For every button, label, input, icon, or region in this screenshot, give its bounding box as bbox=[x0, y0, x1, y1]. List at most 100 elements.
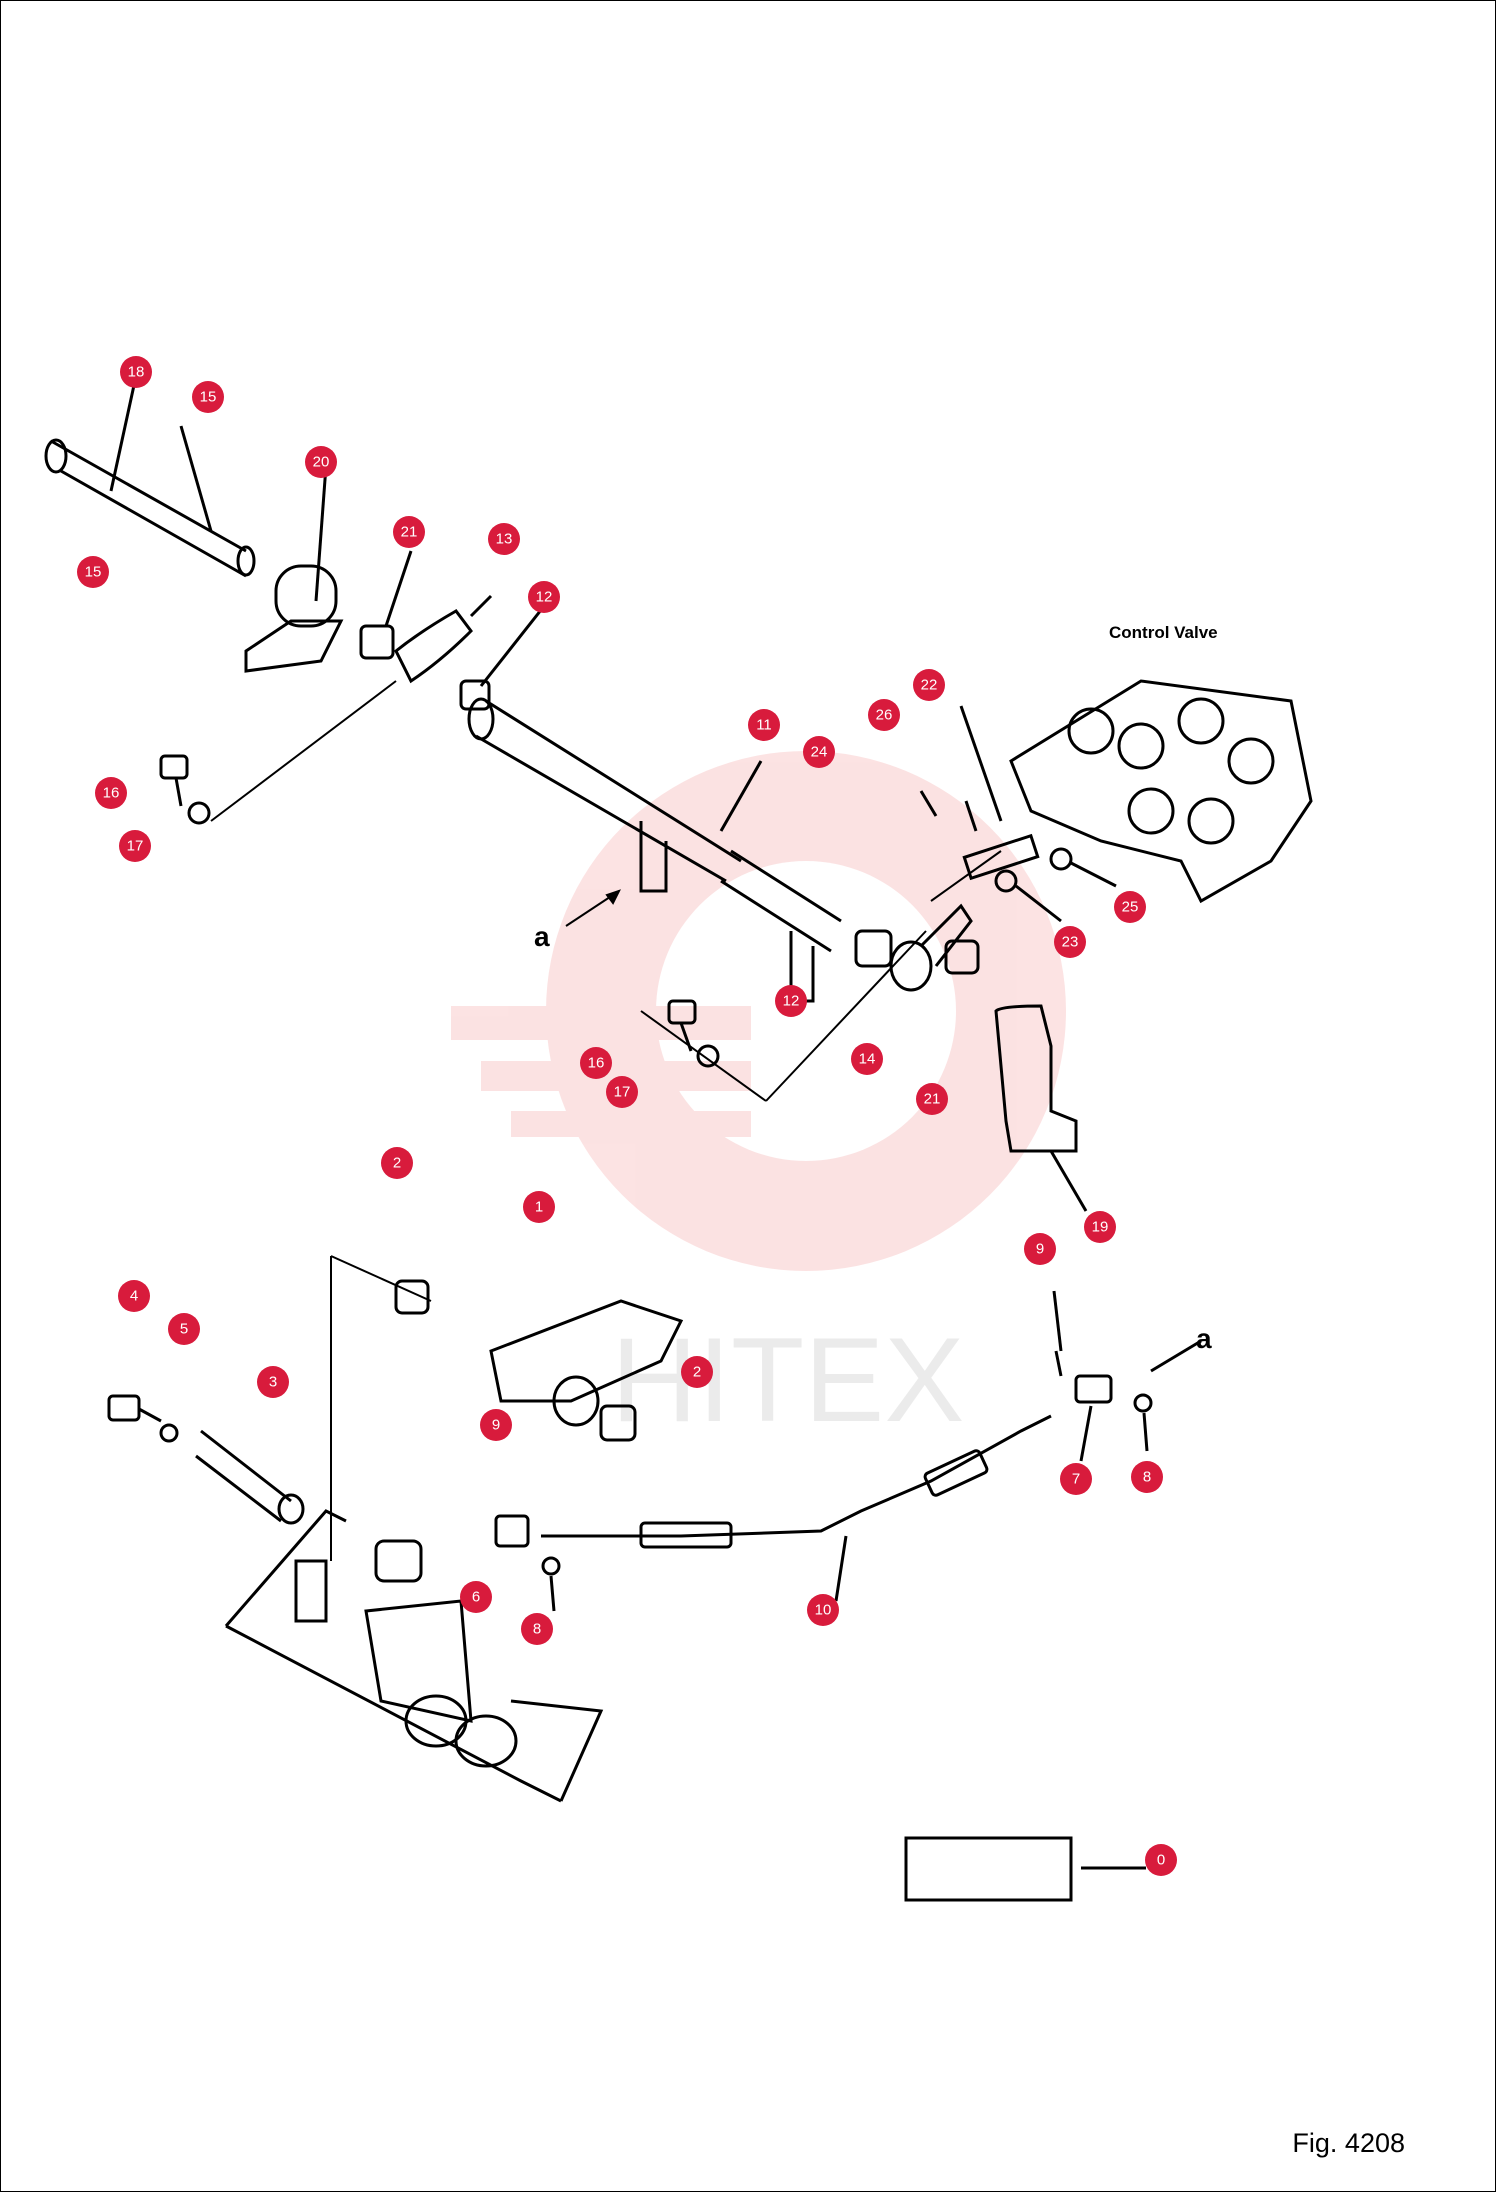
callout-21[interactable]: 21 bbox=[393, 516, 425, 548]
callout-marker[interactable] bbox=[803, 736, 835, 768]
callout-number: 12 bbox=[783, 993, 800, 1010]
callout-26[interactable]: 26 bbox=[868, 699, 900, 731]
callout-12[interactable]: 12 bbox=[775, 985, 807, 1017]
callout-21[interactable]: 21 bbox=[916, 1083, 948, 1115]
callout-marker[interactable] bbox=[488, 523, 520, 555]
callout-marker[interactable] bbox=[807, 1594, 839, 1626]
callout-0[interactable]: 0 bbox=[1145, 1844, 1177, 1876]
callout-number: 15 bbox=[85, 564, 102, 581]
callout-13[interactable]: 13 bbox=[488, 523, 520, 555]
callout-10[interactable]: 10 bbox=[807, 1594, 839, 1626]
callout-number: 17 bbox=[614, 1084, 631, 1101]
pedal-1 bbox=[107, 1279, 684, 1525]
callout-marker[interactable] bbox=[1114, 891, 1146, 923]
callout-marker[interactable] bbox=[916, 1083, 948, 1115]
callout-marker[interactable] bbox=[1084, 1211, 1116, 1243]
callout-marker[interactable] bbox=[1060, 1463, 1092, 1495]
callout-number: 6 bbox=[472, 1589, 480, 1606]
callout-number: 12 bbox=[536, 589, 553, 606]
bracket-19 bbox=[854, 903, 1088, 1212]
callout-marker[interactable] bbox=[1024, 1233, 1056, 1265]
callout-7[interactable]: 7 bbox=[1060, 1463, 1092, 1495]
callout-number: 0 bbox=[1157, 1852, 1165, 1869]
callout-marker[interactable] bbox=[606, 1076, 638, 1108]
callout-marker[interactable] bbox=[257, 1366, 289, 1398]
callout-15[interactable]: 15 bbox=[192, 381, 224, 413]
callout-23[interactable]: 23 bbox=[1054, 926, 1086, 958]
callout-22[interactable]: 22 bbox=[913, 669, 945, 701]
reference-a-right: a bbox=[1196, 1323, 1212, 1354]
callout-marker[interactable] bbox=[528, 581, 560, 613]
callout-number: 14 bbox=[859, 1051, 876, 1068]
callout-marker[interactable] bbox=[1054, 926, 1086, 958]
callout-marker[interactable] bbox=[681, 1356, 713, 1388]
callout-marker[interactable] bbox=[77, 556, 109, 588]
callout-marker[interactable] bbox=[851, 1043, 883, 1075]
watermark-text: HITEX bbox=[611, 1313, 964, 1447]
callout-marker[interactable] bbox=[381, 1147, 413, 1179]
callout-1[interactable]: 1 bbox=[523, 1191, 555, 1223]
bolt-16-washer-17-upper bbox=[159, 754, 211, 825]
callout-2[interactable]: 2 bbox=[681, 1356, 713, 1388]
callout-9[interactable]: 9 bbox=[480, 1409, 512, 1441]
callout-marker[interactable] bbox=[393, 516, 425, 548]
callout-11[interactable]: 11 bbox=[748, 709, 780, 741]
callout-number: 4 bbox=[130, 1288, 138, 1305]
callout-marker[interactable] bbox=[580, 1047, 612, 1079]
callout-number: 7 bbox=[1072, 1471, 1080, 1488]
callout-2[interactable]: 2 bbox=[381, 1147, 413, 1179]
callout-number: 19 bbox=[1092, 1219, 1109, 1236]
callout-number: 1 bbox=[535, 1199, 543, 1216]
callout-3[interactable]: 3 bbox=[257, 1366, 289, 1398]
callout-8[interactable]: 8 bbox=[521, 1613, 553, 1645]
callout-marker[interactable] bbox=[305, 446, 337, 478]
callout-14[interactable]: 14 bbox=[851, 1043, 883, 1075]
callout-15[interactable]: 15 bbox=[77, 556, 109, 588]
callout-number: 21 bbox=[401, 524, 418, 541]
assembly-box bbox=[904, 1836, 1146, 1902]
callout-marker[interactable] bbox=[118, 1280, 150, 1312]
callout-5[interactable]: 5 bbox=[168, 1313, 200, 1345]
callout-marker[interactable] bbox=[168, 1313, 200, 1345]
callout-17[interactable]: 17 bbox=[606, 1076, 638, 1108]
callout-25[interactable]: 25 bbox=[1114, 891, 1146, 923]
callout-20[interactable]: 20 bbox=[305, 446, 337, 478]
callout-marker[interactable] bbox=[521, 1613, 553, 1645]
callout-marker[interactable] bbox=[120, 356, 152, 388]
callout-marker[interactable] bbox=[95, 777, 127, 809]
callout-16[interactable]: 16 bbox=[95, 777, 127, 809]
callout-marker[interactable] bbox=[1131, 1461, 1163, 1493]
callout-8[interactable]: 8 bbox=[1131, 1461, 1163, 1493]
callout-4[interactable]: 4 bbox=[118, 1280, 150, 1312]
callout-12[interactable]: 12 bbox=[528, 581, 560, 613]
clevis-7 bbox=[1052, 1290, 1202, 1462]
callout-number: 25 bbox=[1122, 899, 1139, 916]
callout-6[interactable]: 6 bbox=[460, 1581, 492, 1613]
callout-number: 3 bbox=[269, 1374, 277, 1391]
callout-19[interactable]: 19 bbox=[1084, 1211, 1116, 1243]
callout-marker[interactable] bbox=[119, 830, 151, 862]
reference-a-left: a bbox=[534, 921, 550, 952]
callout-marker[interactable] bbox=[913, 669, 945, 701]
callout-number: 17 bbox=[127, 838, 144, 855]
callout-9[interactable]: 9 bbox=[1024, 1233, 1056, 1265]
callout-24[interactable]: 24 bbox=[803, 736, 835, 768]
callout-18[interactable]: 18 bbox=[120, 356, 152, 388]
figure-label: Fig. 4208 bbox=[1292, 2128, 1405, 2158]
callout-17[interactable]: 17 bbox=[119, 830, 151, 862]
callout-marker[interactable] bbox=[192, 381, 224, 413]
callout-marker[interactable] bbox=[748, 709, 780, 741]
callout-marker[interactable] bbox=[1145, 1844, 1177, 1876]
callout-number: 22 bbox=[921, 677, 938, 694]
callout-marker[interactable] bbox=[460, 1581, 492, 1613]
callout-number: 24 bbox=[811, 744, 828, 761]
reference-arrows bbox=[565, 889, 621, 927]
callout-number: 10 bbox=[815, 1602, 832, 1619]
callout-marker[interactable] bbox=[523, 1191, 555, 1223]
callout-marker[interactable] bbox=[480, 1409, 512, 1441]
callout-16[interactable]: 16 bbox=[580, 1047, 612, 1079]
callout-marker[interactable] bbox=[775, 985, 807, 1017]
callout-marker[interactable] bbox=[868, 699, 900, 731]
